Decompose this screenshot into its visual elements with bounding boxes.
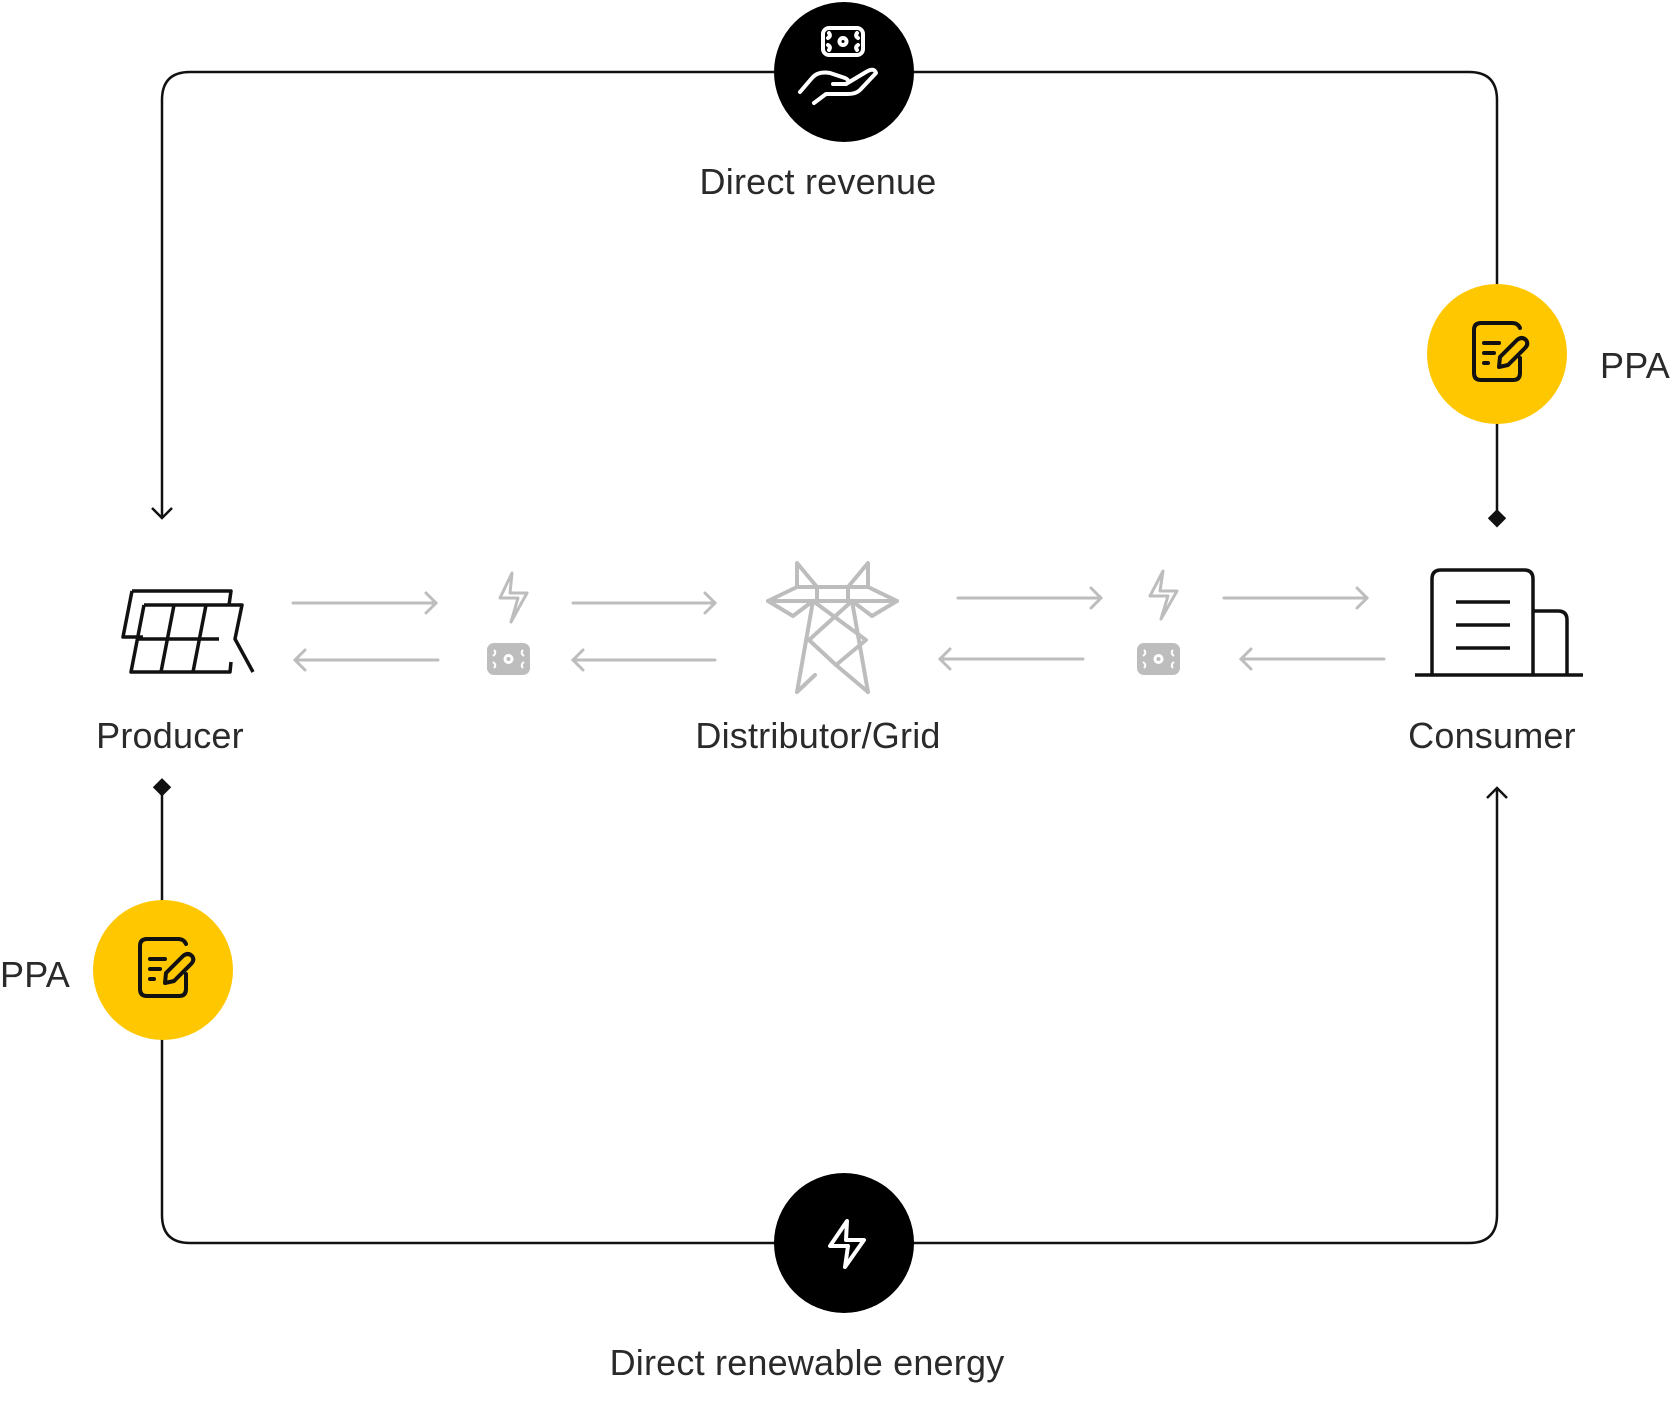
arrow-left-icon — [292, 648, 440, 672]
consumer-arrowhead-icon — [1486, 786, 1508, 799]
arrow-right-icon — [956, 586, 1104, 610]
solar-panel-icon — [121, 589, 255, 674]
direct-energy-badge — [774, 1173, 914, 1313]
producer-diamond-marker — [152, 778, 172, 797]
lightning-icon — [1148, 569, 1179, 621]
contract-edit-icon — [1472, 321, 1530, 382]
arrow-left-icon — [1238, 647, 1386, 671]
ppa-contract-right — [1427, 284, 1567, 424]
grid-label: Distributor/Grid — [695, 715, 941, 756]
arrow-right-icon — [291, 591, 439, 615]
consumer-label: Consumer — [1408, 715, 1576, 756]
arrow-right-icon — [571, 591, 718, 615]
transmission-tower-icon — [766, 561, 899, 694]
money-hand-icon — [798, 26, 878, 105]
producer-arrowhead-icon — [151, 507, 173, 520]
direct-energy-label: Direct renewable energy — [609, 1342, 1005, 1383]
ppa-contract-left — [93, 900, 233, 1040]
arrow-left-icon — [570, 648, 717, 672]
arrow-right-icon — [1222, 586, 1370, 610]
ppa-label-left: PPA — [0, 954, 70, 995]
direct-revenue-badge — [774, 2, 914, 142]
contract-edit-icon — [138, 937, 196, 998]
arrow-left-icon — [937, 647, 1085, 671]
lightning-icon — [498, 571, 529, 624]
direct-revenue-label: Direct revenue — [699, 161, 937, 202]
banknote-icon — [1137, 643, 1180, 675]
producer-label: Producer — [96, 715, 244, 756]
producer-grid-arrows — [291, 591, 718, 672]
ppa-label-right: PPA — [1600, 345, 1670, 386]
consumer-diamond-marker — [1487, 509, 1507, 528]
building-icon — [1415, 568, 1583, 677]
grid-consumer-arrows — [937, 586, 1386, 671]
lightning-icon — [828, 1219, 866, 1269]
banknote-icon — [487, 643, 530, 675]
